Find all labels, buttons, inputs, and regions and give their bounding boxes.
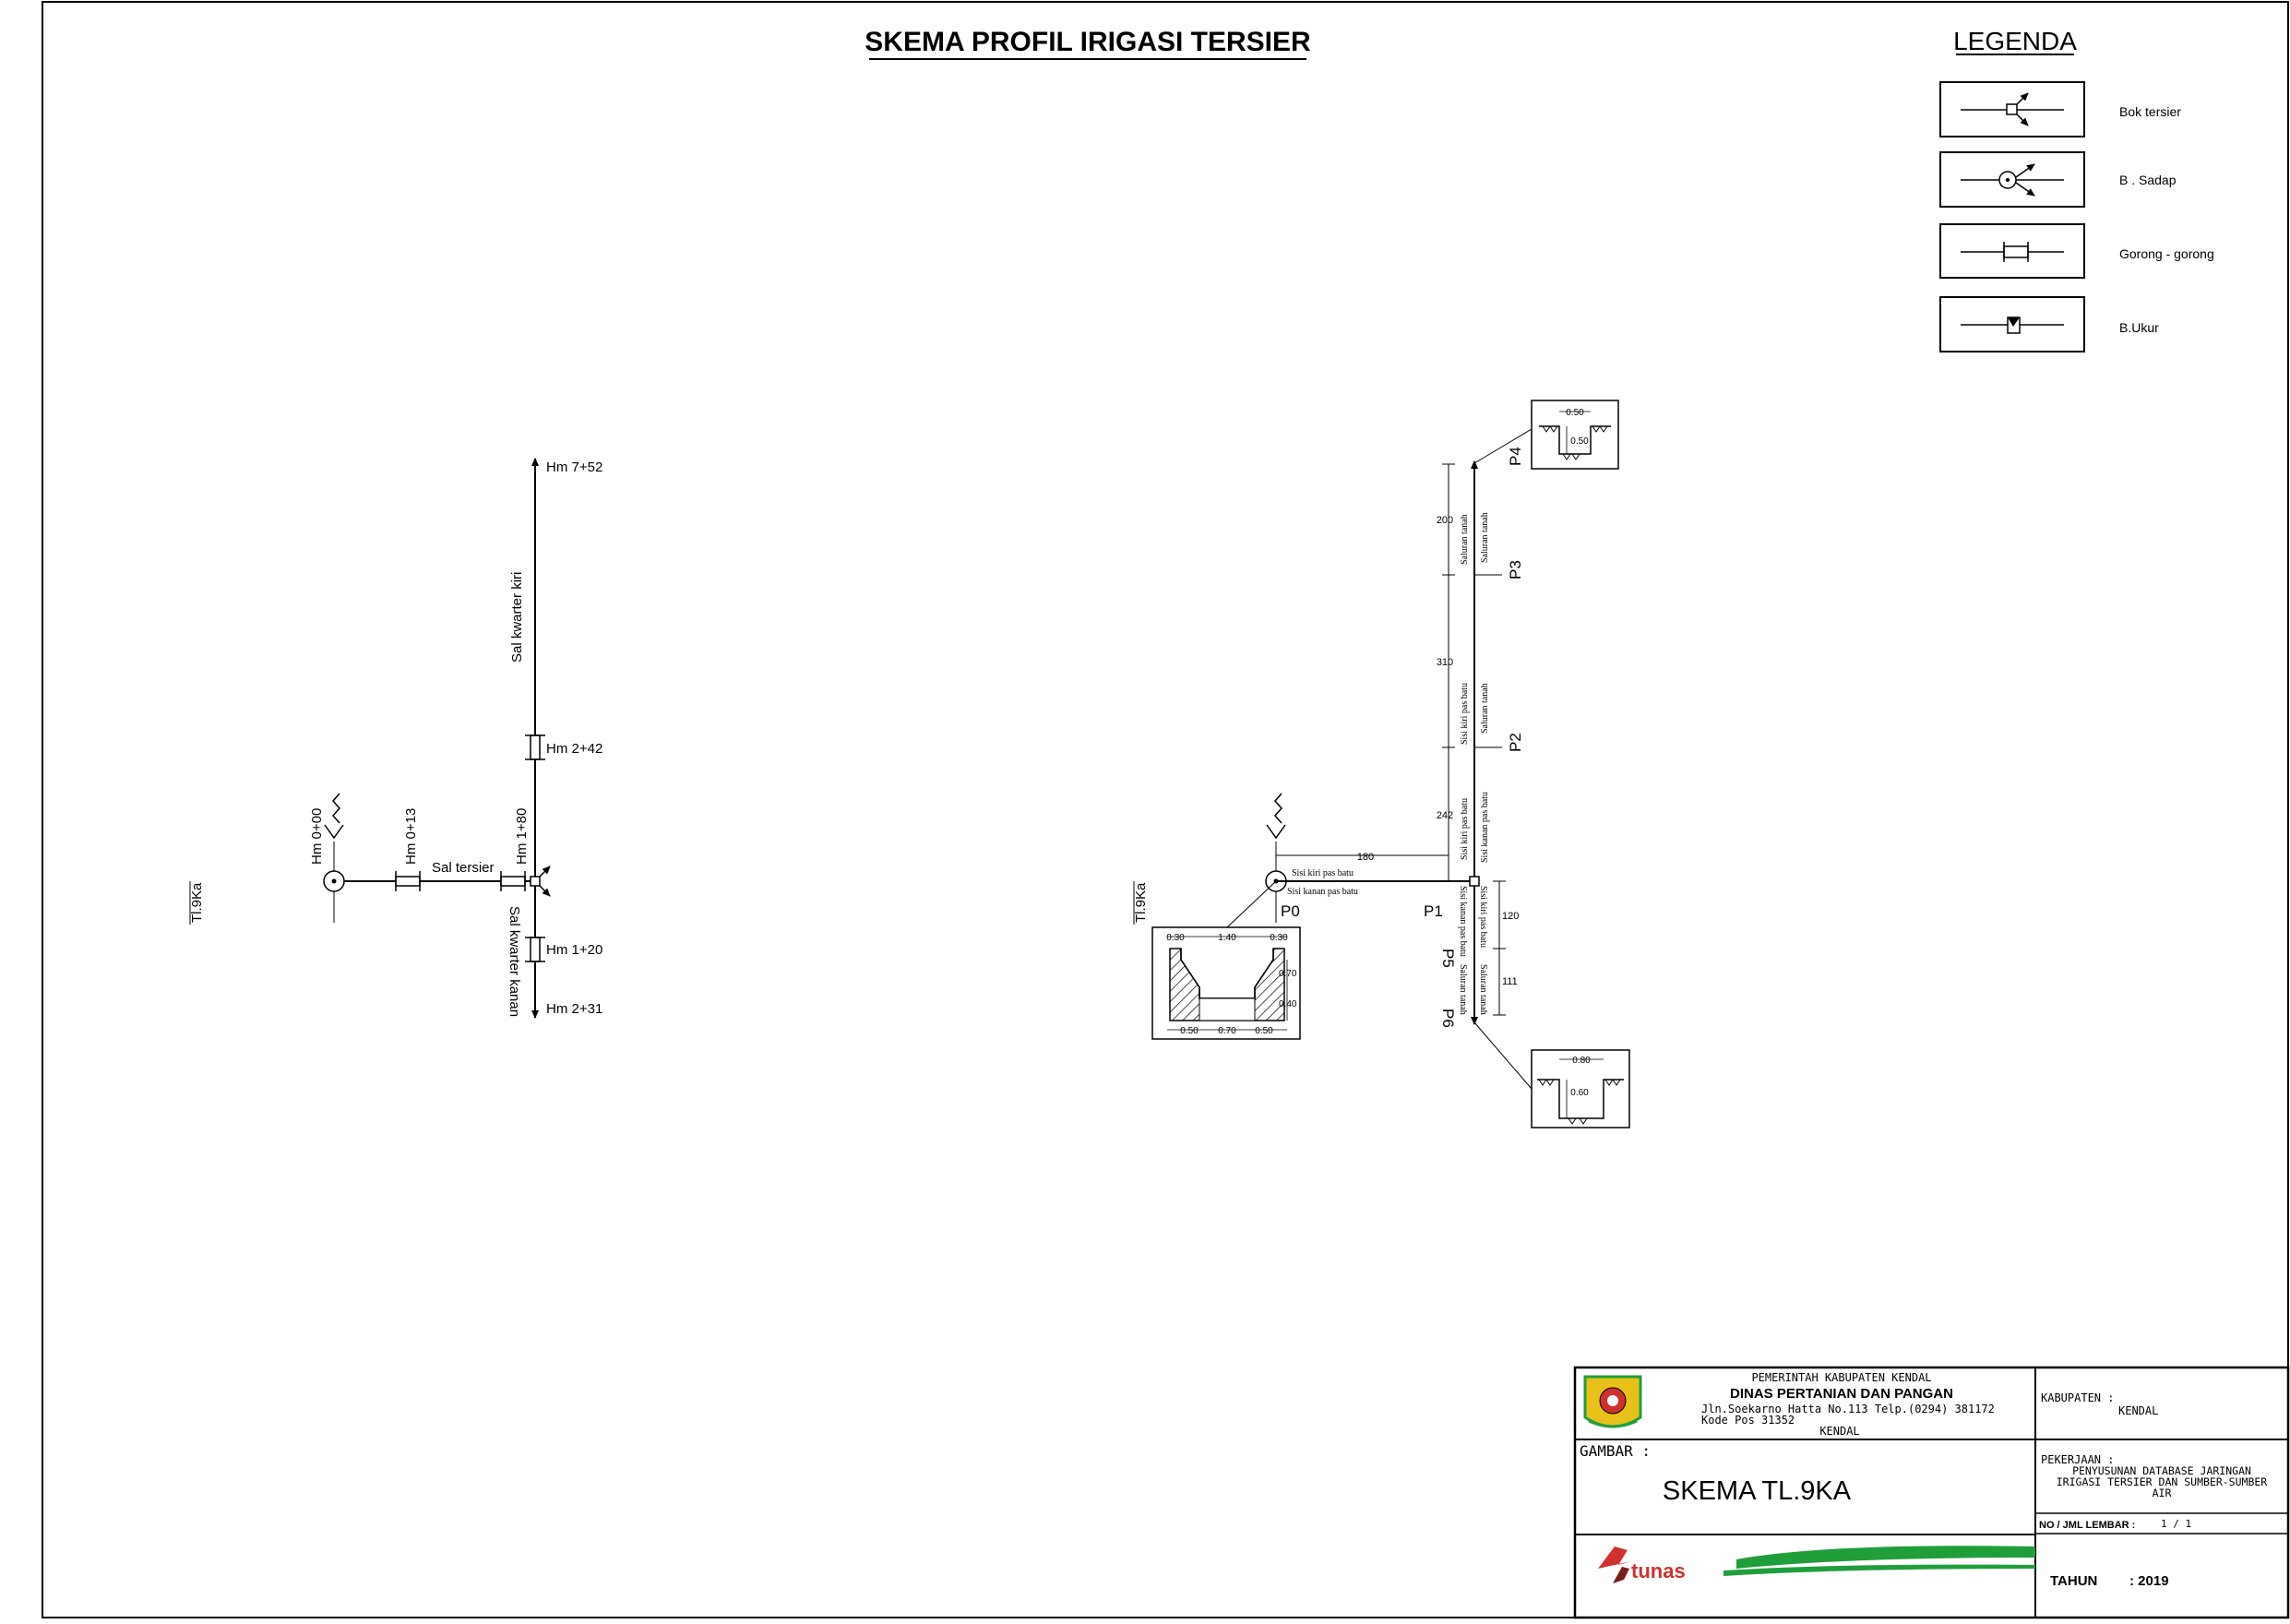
kabupaten-value: KENDAL: [2118, 1404, 2158, 1417]
kabupaten-label: KABUPATEN :: [2041, 1391, 2114, 1404]
gambar-label: GAMBAR :: [1580, 1442, 1651, 1460]
note-sisi-kiri-horizontal: Sisi kiri pas batu: [1292, 868, 1354, 878]
bok-tersier-icon: [1939, 81, 2085, 137]
bok-p1-icon: [1469, 876, 1480, 887]
note-saluran-tanah-kanan-top: Saluran tanah: [1480, 512, 1490, 563]
pekerjaan-line-2: IRIGASI TERSIER DAN SUMBER-SUMBER: [2057, 1475, 2268, 1488]
city-label: KENDAL: [1819, 1425, 1859, 1438]
lembar-label: NO / JML LEMBAR :: [2039, 1520, 2135, 1531]
lembar-value: 1 / 1: [2161, 1518, 2191, 1530]
point-p6: P6: [1439, 1009, 1457, 1028]
note-sisi-kiri-mid: Sisi kiri pas batu: [1460, 683, 1470, 745]
address-line-2: Kode Pos 31352: [1701, 1414, 1795, 1427]
hm-1-20-label: Hm 1+20: [546, 942, 602, 958]
section-p6-dim-2: 0.60: [1570, 1088, 1589, 1098]
kendal-logo: [1583, 1375, 1642, 1428]
legend-label-bok-tersier: Bok tersier: [2119, 104, 2181, 119]
title-block: PEMERINTAH KABUPATEN KENDAL DINAS PERTAN…: [1573, 1366, 2290, 1619]
note-sisi-kiri-low: Sisi kiri pas batu: [1460, 798, 1470, 860]
hm-1-80-label: Hm 1+80: [514, 808, 530, 865]
address-line-1: Jln.Soekarno Hatta No.113 Telp.(0294) 38…: [1701, 1403, 1995, 1415]
section-p0-dim-6: 0.50: [1180, 1026, 1199, 1036]
bangunan-ukur-icon: [1939, 296, 2085, 352]
tunas-brand-logo: tunas: [1598, 1546, 2035, 1583]
length-111: 111: [1502, 976, 1518, 987]
point-p4: P4: [1507, 447, 1524, 466]
hm-2-42-label: Hm 2+42: [546, 741, 602, 757]
right-scheme: Tl.9Ka P0 P1 P2 P3 P4 P5 P6 180: [1133, 400, 1630, 1128]
note-saluran-tanah-bottom-2: Saluran tanah: [1478, 964, 1488, 1015]
point-p2: P2: [1507, 733, 1524, 752]
length-120: 120: [1502, 911, 1519, 922]
bok-tersier-junction-icon: [530, 866, 551, 897]
sadap-hm-0-00-icon: [323, 793, 345, 892]
note-saluran-tanah-kiri-top: Saluran tanah: [1460, 514, 1470, 565]
legend-heading: LEGENDA: [1953, 27, 2077, 55]
section-p0-dim-1: 0.30: [1166, 933, 1185, 943]
sal-kwarter-kiri-label: Sal kwarter kiri: [509, 572, 525, 663]
length-180: 180: [1357, 852, 1374, 863]
point-p5: P5: [1439, 949, 1457, 968]
point-p1: P1: [1424, 902, 1443, 920]
point-p3: P3: [1507, 560, 1524, 579]
point-p0: P0: [1281, 902, 1300, 920]
org-line-1: PEMERINTAH KABUPATEN KENDAL: [1751, 1371, 1931, 1384]
legend: LEGENDA Bok tersier B . Sadap: [1939, 27, 2214, 352]
hm-2-31-label: Hm 2+31: [546, 1001, 602, 1017]
hm-7-52-label: Hm 7+52: [546, 460, 602, 475]
gambar-value: SKEMA TL.9KA: [1663, 1476, 1852, 1506]
tahun-value: : 2019: [2129, 1573, 2169, 1589]
section-p4-dim-1: 0.50: [1566, 408, 1584, 418]
hm-0-00-label: Hm 0+00: [309, 808, 325, 865]
tahun-label: TAHUN: [2050, 1573, 2097, 1589]
bangunan-sadap-icon: [1939, 151, 2085, 208]
legend-label-sadap: B . Sadap: [2119, 173, 2177, 187]
drawing-title: SKEMA PROFIL IRIGASI TERSIER: [865, 27, 1311, 57]
brand-name: tunas: [1631, 1559, 1686, 1582]
org-line-2: DINAS PERTANIAN DAN PANGAN: [1730, 1386, 1953, 1402]
gorong-hm-2-42-icon: [525, 734, 545, 760]
legend-label-ukur: B.Ukur: [2119, 320, 2159, 335]
gorong-hm-1-20-icon: [525, 937, 545, 962]
legend-label-gorong: Gorong - gorong: [2119, 246, 2214, 261]
left-scheme-code: Tl.9Ka: [189, 882, 205, 923]
cross-section-p0: 0.30 1.40 0.30 0.70 0.40 0.50 0.70 0.50: [1151, 926, 1301, 1040]
note-sisi-kiri-bottom: Sisi kiri pas batu: [1478, 886, 1488, 948]
section-p0-dim-8: 0.50: [1255, 1026, 1273, 1036]
section-p6-dim-1: 0.80: [1572, 1056, 1591, 1066]
section-p0-dim-4: 0.70: [1279, 969, 1297, 979]
left-scheme: Tl.9Ka Hm 0+00 Hm 0+13 Sal tersier: [189, 458, 602, 1019]
note-sisi-kanan-low: Sisi kanan pas batu: [1480, 792, 1490, 863]
note-sisi-kanan-horizontal: Sisi kanan pas batu: [1287, 887, 1358, 897]
pekerjaan-label: PEKERJAAN :: [2041, 1453, 2114, 1466]
sal-kwarter-kanan-label: Sal kwarter kanan: [507, 906, 522, 1017]
sal-tersier-label: Sal tersier: [432, 860, 495, 876]
section-p4-dim-2: 0.50: [1570, 436, 1589, 447]
pekerjaan-line-3: AIR: [2153, 1487, 2172, 1499]
section-p0-dim-7: 0.70: [1218, 1026, 1236, 1036]
right-scheme-code: Tl.9Ka: [1133, 882, 1149, 923]
length-310: 310: [1437, 657, 1453, 668]
section-p0-dim-2: 1.40: [1218, 933, 1236, 943]
section-p0-dim-5: 0.40: [1279, 999, 1297, 1009]
length-242: 242: [1437, 810, 1453, 821]
pekerjaan-line-1: PENYUSUNAN DATABASE JARINGAN: [2072, 1464, 2251, 1477]
length-200: 200: [1437, 515, 1453, 526]
gorong-hm-0-13-icon: [395, 871, 421, 891]
note-saluran-tanah-bottom-1: Saluran tanah: [1458, 964, 1468, 1015]
cross-section-p6: 0.80 0.60: [1531, 1049, 1630, 1128]
section-p0-dim-3: 0.30: [1270, 933, 1288, 943]
gorong-gorong-icon: [1939, 223, 2085, 279]
sheet-border: [42, 1, 2289, 1618]
note-saluran-tanah-kanan-mid: Saluran tanah: [1480, 683, 1490, 734]
gorong-hm-1-80-icon: [500, 871, 526, 891]
note-sisi-kanan-bottom: Sisi kanan pas batu: [1458, 886, 1468, 957]
cross-section-p4: 0.50 0.50: [1531, 400, 1619, 470]
hm-0-13-label: Hm 0+13: [403, 808, 419, 865]
